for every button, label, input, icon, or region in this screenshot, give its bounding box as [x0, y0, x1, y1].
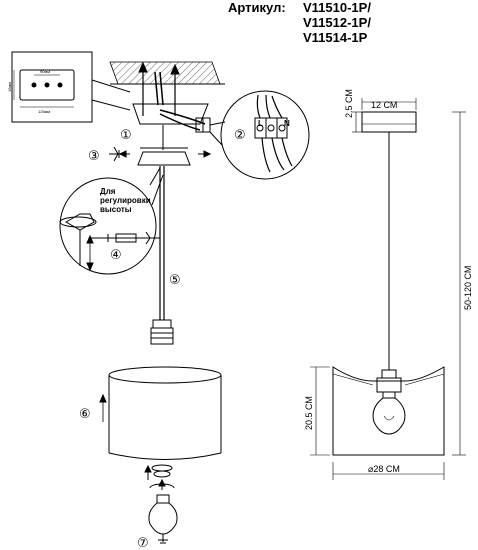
- canopy-height-label: 2.5 СМ: [344, 89, 354, 118]
- step-7-marker: ⑦: [137, 536, 149, 550]
- step-5-marker: ⑤: [169, 273, 181, 288]
- shade-height-label: 20.5 СМ: [304, 396, 314, 430]
- plate-spacing-label: 90мм: [40, 69, 50, 74]
- height-note-line2: регулировки: [100, 196, 151, 205]
- cord-and-socket: [150, 166, 174, 345]
- ceiling: [109, 61, 225, 85]
- cord-length-label: 50-120 СМ: [463, 266, 473, 310]
- step-3-marker: ③: [88, 149, 100, 164]
- plate-height-label: 16мм: [7, 82, 12, 92]
- step-2-marker: ②: [234, 128, 246, 143]
- height-note-line3: высоты: [100, 205, 132, 214]
- shade-diameter-label: ⌀28 СМ: [368, 464, 400, 474]
- dimension-drawing: [310, 98, 466, 480]
- lampshade-left: [99, 366, 222, 460]
- canopy-width-label: 12 СМ: [371, 100, 397, 110]
- wiring-detail: [209, 90, 310, 180]
- wire-label-l: L: [258, 119, 263, 128]
- step-6-marker: ⑥: [79, 407, 91, 422]
- bulb-assembly: [144, 464, 178, 544]
- article-number-1: V11510-1P/: [303, 0, 371, 15]
- mounting-plate-detail: [11, 51, 131, 123]
- article-number-3: V11514-1P: [303, 30, 368, 45]
- article-label: Артикул:: [228, 0, 286, 15]
- step-1-marker: ①: [120, 128, 132, 143]
- mounting-bracket: [132, 61, 211, 133]
- height-adjust-detail: [59, 167, 164, 275]
- height-note-line1: Для: [100, 187, 116, 196]
- step-4-marker: ④: [110, 248, 122, 263]
- screw-icon: [109, 146, 126, 162]
- wire-label-n: N: [284, 119, 290, 128]
- article-number-2: V11512-1P/: [303, 15, 371, 30]
- plate-width-label: 125мм: [38, 109, 50, 114]
